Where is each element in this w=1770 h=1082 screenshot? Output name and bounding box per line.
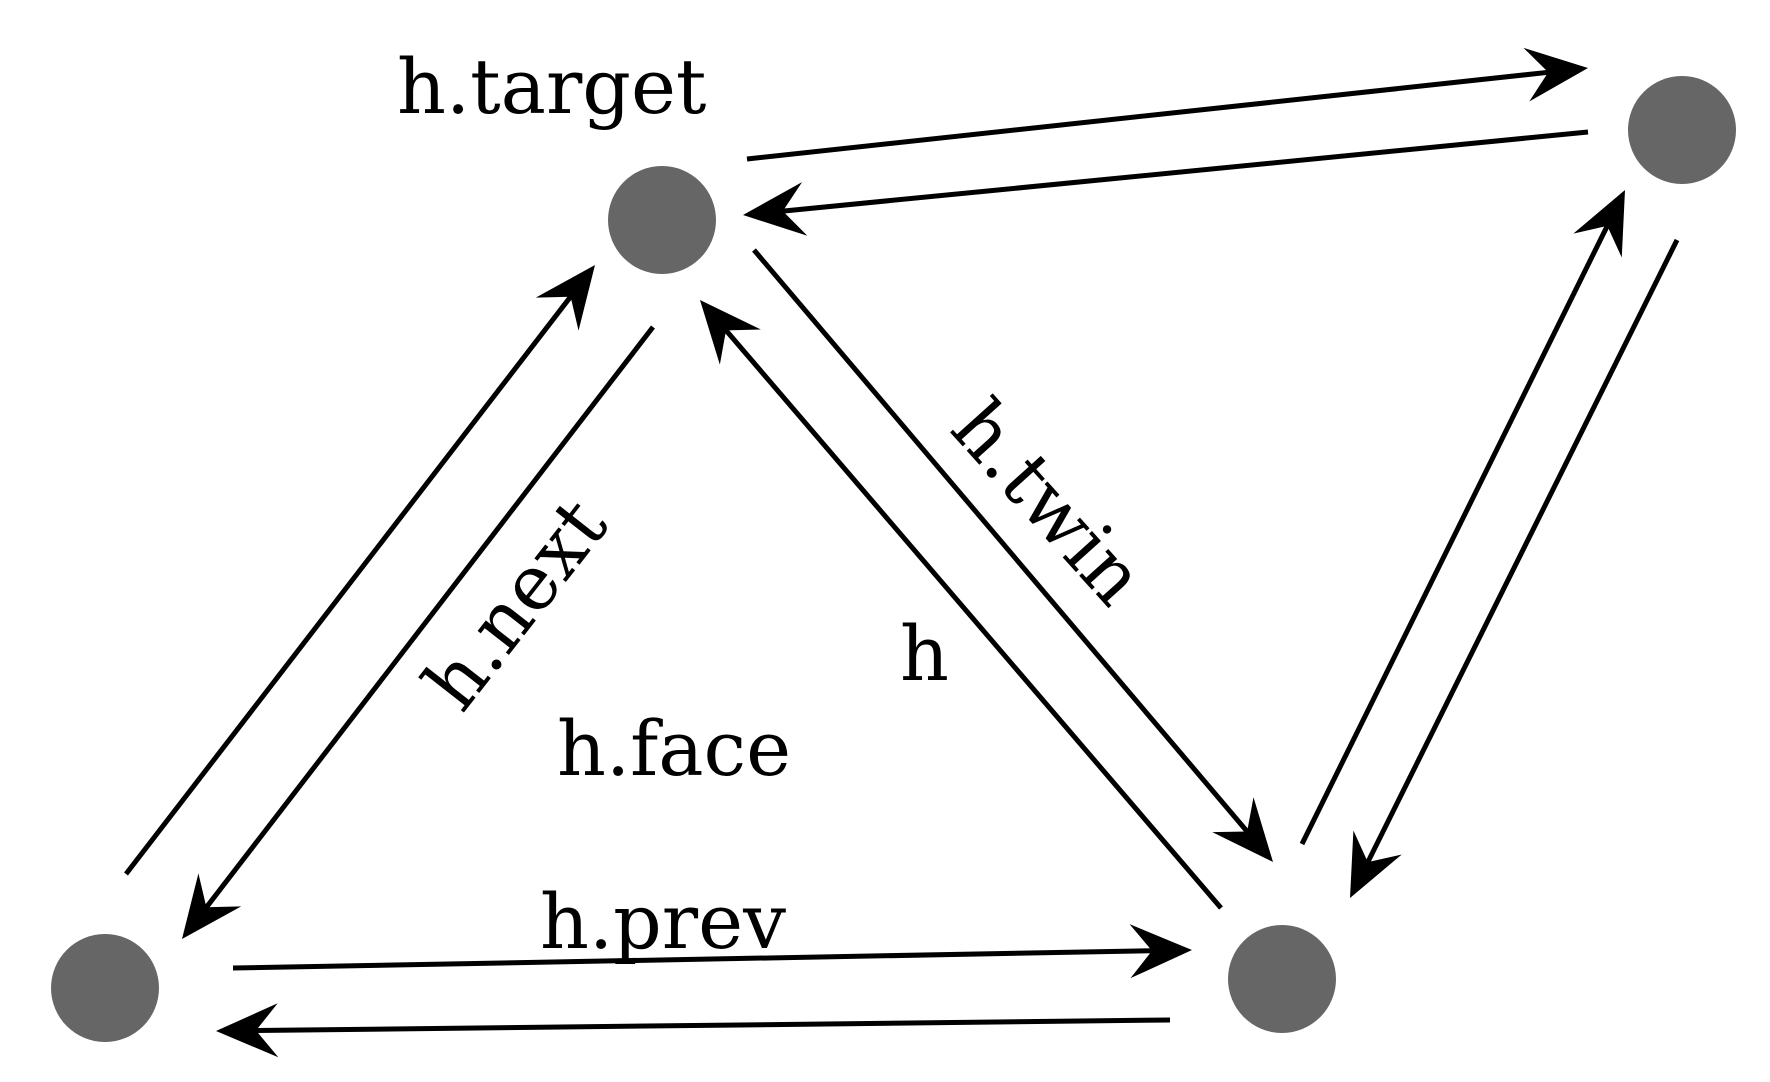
edge-line — [232, 948, 1153, 971]
edge-top-to-bottomleft — [182, 325, 655, 939]
edge-bottomleft-to-bottomright — [232, 924, 1192, 979]
edge-line — [1365, 238, 1680, 864]
edge-line — [746, 69, 1549, 162]
arrowhead — [535, 265, 595, 331]
edge-bottomright-to-top — [700, 300, 1223, 910]
vertex-top — [608, 166, 716, 274]
arrowhead — [700, 300, 761, 365]
edge-line — [724, 328, 1223, 910]
edge-line — [1299, 224, 1610, 846]
arrowhead — [1212, 797, 1273, 862]
edge-topright-to-bottomright — [1350, 238, 1680, 898]
edge-line — [752, 248, 1250, 834]
arrowhead — [182, 873, 242, 939]
edge-bottomright-to-bottomleft — [216, 1003, 1171, 1058]
edge-bottomright-to-topright — [1299, 190, 1625, 846]
edge-line — [204, 325, 655, 909]
arrowhead — [1129, 924, 1192, 979]
edge-topright-to-top — [743, 129, 1589, 236]
vertex-bottom-left — [51, 934, 159, 1042]
edge-bottomleft-to-top — [124, 265, 595, 876]
edge-line — [782, 129, 1589, 214]
label-h: h — [900, 609, 949, 698]
edge-line — [124, 295, 573, 876]
label-h-prev: h.prev — [540, 877, 786, 966]
label-h-face: h.face — [557, 704, 791, 793]
arrowhead — [1523, 47, 1588, 102]
vertex-top-right — [1628, 76, 1736, 184]
label-h-target: h.target — [397, 42, 706, 131]
vertex-bottom-right — [1228, 925, 1336, 1033]
edge-top-to-topright — [746, 47, 1588, 162]
edge-line — [255, 1017, 1171, 1034]
arrowhead — [1573, 190, 1625, 258]
half-edges — [124, 47, 1680, 1058]
arrowhead — [743, 182, 808, 236]
arrowhead — [216, 1003, 279, 1058]
arrowhead — [1350, 830, 1402, 898]
edge-top-to-bottomright — [752, 248, 1273, 862]
